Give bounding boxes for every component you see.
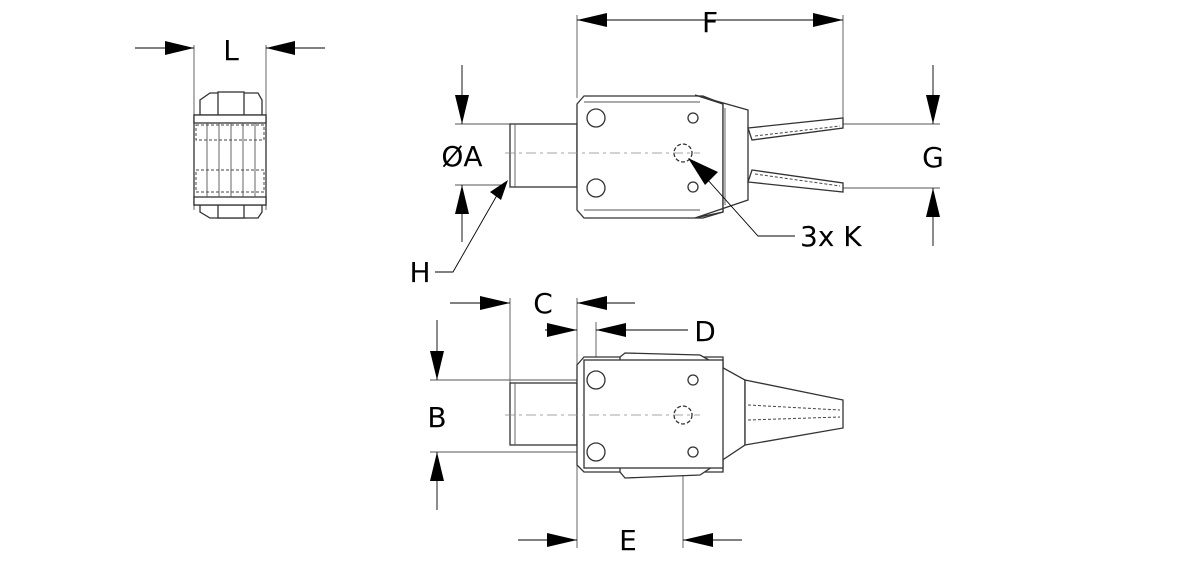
arrow-icon <box>926 188 940 217</box>
dimension-label-c: C <box>533 287 553 320</box>
arrow-icon <box>547 533 577 547</box>
arrow-icon <box>266 41 295 55</box>
front-view: L <box>135 34 325 219</box>
arrow-icon <box>165 41 194 55</box>
arrow-icon <box>430 452 444 481</box>
top-view: C D B E <box>427 287 844 557</box>
dimension-label-k: 3x K <box>800 220 862 253</box>
arrow-icon <box>577 296 607 310</box>
dimension-label-b: B <box>427 401 446 434</box>
arrow-icon <box>430 351 444 380</box>
arrow-icon <box>596 323 626 337</box>
arrow-icon <box>455 185 469 214</box>
arrow-icon <box>490 180 508 200</box>
arrow-icon <box>547 323 577 337</box>
dimension-label-a: ØA <box>441 140 482 173</box>
dimension-label-d: D <box>694 315 716 348</box>
arrow-icon <box>813 13 843 27</box>
dimension-label-f: F <box>702 6 718 39</box>
arrow-icon <box>577 13 607 27</box>
dimension-label-e: E <box>619 524 637 557</box>
dimension-label-l: L <box>223 34 239 67</box>
side-view: F ØA G H 3x K <box>409 6 943 289</box>
arrow-icon <box>688 158 718 185</box>
arrow-icon <box>926 95 940 124</box>
dimension-label-g: G <box>922 141 944 174</box>
arrow-icon <box>683 533 713 547</box>
arrow-icon <box>455 95 469 124</box>
dimension-label-h: H <box>409 256 430 289</box>
arrow-icon <box>480 296 510 310</box>
